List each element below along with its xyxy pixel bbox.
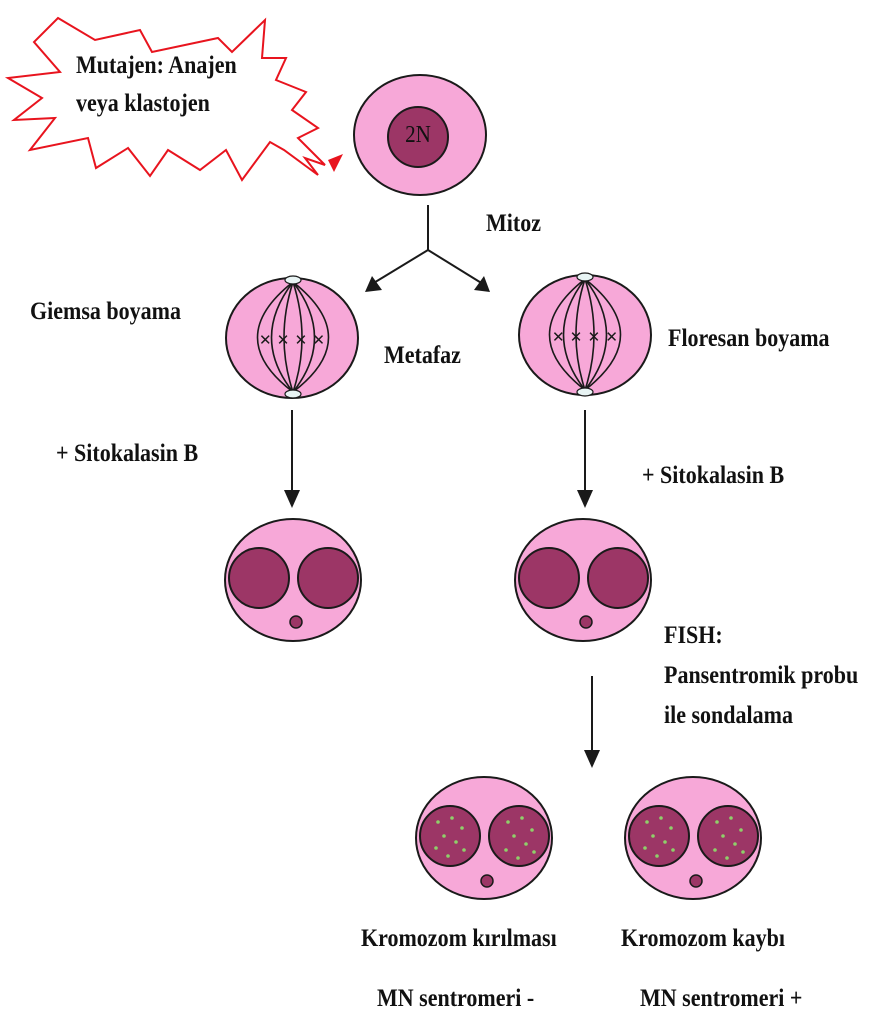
svg-text:✕ ✕ ✕ ✕: ✕ ✕ ✕ ✕ (259, 331, 325, 349)
micronucleus-centromere-positive (690, 875, 702, 887)
cytochalasin-b-right-label: + Sitokalasin B (642, 462, 784, 491)
arrowhead-right (474, 276, 490, 292)
fish-label-line2: Pansentromik probu (664, 662, 858, 691)
fish-cell-loss (625, 777, 761, 899)
fish-label-line1: FISH: (664, 622, 723, 651)
metaphase-label: Metafaz (384, 342, 461, 371)
main-nucleus (420, 806, 480, 866)
chromosome-loss-label: Kromozom kaybı (621, 925, 785, 954)
mitosis-split-arrows (372, 205, 483, 284)
mn-centromere-positive-label: MN sentromeri + (640, 985, 802, 1014)
mutagen-label-line1: Mutajen: Anajen (76, 52, 237, 81)
spindle-pole-top (285, 276, 301, 284)
main-nucleus (229, 548, 289, 608)
mitosis-label: Mitoz (486, 210, 541, 239)
cytochalasin-b-left-label: + Sitokalasin B (56, 440, 198, 469)
main-nucleus (298, 548, 358, 608)
mn-centromere-negative-label: MN sentromeri - (377, 985, 534, 1014)
spindle-pole-top (577, 273, 593, 281)
arrow-down-left (284, 410, 300, 508)
main-nucleus (588, 548, 648, 608)
main-nucleus (629, 806, 689, 866)
mutagen-label-line2: veya klastojen (76, 90, 210, 119)
chromosome-breakage-label: Kromozom kırılması (361, 925, 557, 954)
main-nucleus (519, 548, 579, 608)
micronucleus-centromere-negative (481, 875, 493, 887)
svg-text:✕ ✕ ✕ ✕: ✕ ✕ ✕ ✕ (552, 328, 618, 346)
nucleus-2n-label: 2N (392, 122, 445, 150)
arrow-down-fish (584, 676, 600, 768)
mutagen-arrow-tip (328, 154, 343, 172)
fluorescent-staining-label: Floresan boyama (668, 325, 830, 354)
giemsa-staining-label: Giemsa boyama (30, 298, 181, 327)
metaphase-cell-left: ✕ ✕ ✕ ✕ (226, 276, 358, 398)
metaphase-cell-right: ✕ ✕ ✕ ✕ (519, 273, 651, 396)
fish-cell-breakage (416, 777, 552, 899)
arrow-down-right (577, 410, 593, 508)
fish-label-line3: ile sondalama (664, 702, 793, 731)
binucleated-cell-right (515, 519, 651, 641)
binucleated-cell-left (225, 519, 361, 641)
spindle-pole-bottom (577, 388, 593, 396)
micronucleus (580, 616, 592, 628)
micronucleus (290, 616, 302, 628)
spindle-pole-bottom (285, 390, 301, 398)
